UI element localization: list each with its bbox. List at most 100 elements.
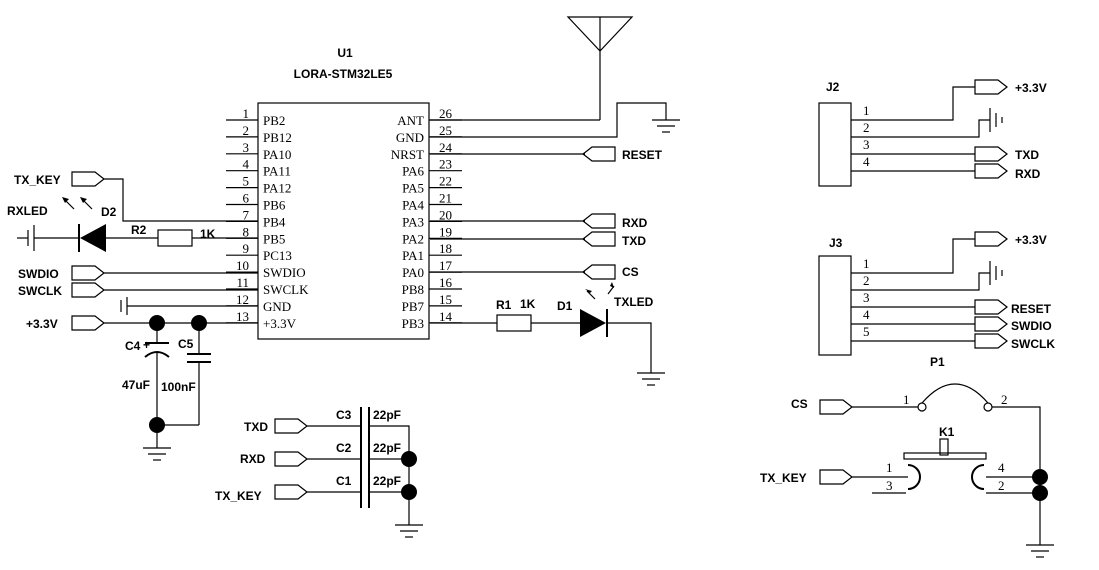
j3-pin5: 5 — [863, 324, 870, 339]
c3-ref: C3 — [336, 408, 352, 422]
reset-port — [582, 146, 616, 162]
k1-pin2: 2 — [998, 478, 1005, 493]
u1-right-pin-name: GND — [396, 130, 424, 145]
tx-key-k1-label: TX_KEY — [760, 471, 807, 485]
j2-net3: TXD — [1015, 148, 1039, 162]
u1-right-pin-number: 19 — [439, 224, 452, 239]
u1-right-pin-name: PA0 — [402, 265, 424, 280]
u1-left-pin-number: 13 — [236, 309, 249, 324]
u1-right-pin-number: 21 — [439, 191, 452, 206]
tx-key-top-label: TX_KEY — [14, 173, 61, 187]
j2-ref: J2 — [826, 80, 840, 94]
c1-value: 22pF — [373, 474, 401, 488]
swdio-label: SWDIO — [18, 267, 59, 281]
j3-net3: RESET — [1011, 302, 1052, 316]
p1-pin2: 2 — [1001, 392, 1008, 407]
u1-right-pin-name: PB8 — [402, 282, 424, 297]
j2-pin2: 2 — [863, 120, 870, 135]
c5-value: 100nF — [161, 380, 196, 394]
u1-right-pin-name: PA1 — [402, 248, 424, 263]
u1-left-pin-name: PA12 — [263, 181, 291, 196]
rxled-circuit: RXLED D2 R2 1K — [7, 197, 258, 252]
u1-left-pin-number: 2 — [243, 123, 250, 138]
u1-right-pin-number: 22 — [439, 174, 452, 189]
u1-left-pin-name: PA11 — [263, 164, 291, 179]
u1-left-pin-number: 7 — [243, 207, 250, 222]
txled-label: TXLED — [614, 295, 654, 309]
u1-left-pin-number: 11 — [236, 275, 249, 290]
swclk-label: SWCLK — [18, 284, 62, 298]
j3-net5: SWCLK — [1011, 337, 1055, 351]
svg-text:+: + — [143, 338, 150, 352]
u1-right-pin-number: 20 — [439, 207, 452, 222]
u1-right-pin-number: 16 — [439, 275, 453, 290]
j3-ref: J3 — [829, 236, 843, 250]
u1-right-pin-name: PA3 — [402, 214, 424, 229]
u1-right-pin-name: PB7 — [402, 299, 425, 314]
supply-decoupling: +3.3V + C4 47uF C5 100nF — [26, 315, 258, 461]
u1-right-pin-number: 14 — [439, 309, 453, 324]
u1-left-pin-name: PA10 — [263, 147, 291, 162]
j2-pin4: 4 — [863, 154, 870, 169]
r2-resistor — [157, 229, 193, 247]
u1-left-pin-number: 8 — [243, 224, 250, 239]
u1-left-pin-number: 3 — [243, 140, 250, 155]
reset-net: RESET — [430, 146, 663, 162]
p1-ref: P1 — [930, 355, 945, 369]
u1-right-pin-number: 17 — [439, 258, 453, 273]
p1-pin1: 1 — [903, 392, 910, 407]
u1-part: LORA-STM32LE5 — [294, 67, 393, 81]
txd-u1-label: TXD — [622, 234, 646, 248]
r2-ref: R2 — [131, 223, 147, 237]
txd-c3-label: TXD — [244, 420, 268, 434]
rxd-c2-label: RXD — [240, 452, 266, 466]
crystal-caps: TXD RXD TX_KEY C3 C2 C1 22pF 22pF 22pF — [215, 407, 424, 538]
u1-left-pin-name: PB12 — [263, 130, 292, 145]
u1-left-pin-name: PB6 — [263, 198, 286, 213]
r1-value: 1K — [520, 297, 536, 311]
u1-left-pin-number: 12 — [236, 292, 249, 307]
u1-left-pin-number: 10 — [236, 258, 249, 273]
u1-gnd-25-net — [430, 102, 681, 138]
tx-key-c1-label: TX_KEY — [215, 489, 262, 503]
u1-right-pin-name: PB3 — [402, 316, 424, 331]
r1-resistor — [496, 314, 532, 332]
cs-u1-label: CS — [622, 265, 639, 279]
u1-gnd-12-net — [120, 297, 258, 315]
u1-left-pin-name: SWCLK — [263, 282, 309, 297]
v33-left-label: +3.3V — [26, 317, 58, 331]
d2-led — [80, 224, 106, 252]
swd-net-left: SWDIO SWCLK — [18, 265, 258, 298]
u1-left-pin-name: PB2 — [263, 113, 285, 128]
k1-pin4: 4 — [998, 460, 1005, 475]
cs-net-right: CS — [430, 264, 639, 280]
j3-net4: SWDIO — [1011, 319, 1052, 333]
j3-pin4: 4 — [863, 307, 870, 322]
k1-pin1: 1 — [886, 460, 893, 475]
u1-right-pin-number: 24 — [439, 140, 453, 155]
reset-label: RESET — [622, 148, 663, 162]
u1-left-pin-number: 1 — [243, 106, 250, 121]
uart-net-right: RXD TXD — [430, 213, 648, 248]
u1-right-pin-name: PA6 — [402, 164, 424, 179]
c1-ref: C1 — [336, 474, 352, 488]
c5-ref: C5 — [178, 337, 194, 351]
j3-pin2: 2 — [863, 273, 870, 288]
c4-ref: C4 — [125, 339, 141, 353]
u1-left-pin-name: +3.3V — [263, 316, 297, 331]
u1-right-pin-number: 15 — [439, 292, 452, 307]
antenna-symbol — [430, 16, 634, 121]
j3-net1: +3.3V — [1015, 233, 1047, 247]
u1-right-pin-name: ANT — [397, 113, 424, 128]
j2-net1: +3.3V — [1015, 81, 1047, 95]
j3-pin1: 1 — [863, 256, 870, 271]
u1-right-pin-number: 26 — [439, 106, 453, 121]
cs-p1-label: CS — [791, 397, 808, 411]
p1-jumper: P1 CS 1 2 — [791, 355, 1041, 545]
u1-right-pin-name: NRST — [391, 147, 424, 162]
j2-connector: J2 1 2 3 4 +3.3V TXD RXD — [818, 79, 1047, 187]
rxled-label: RXLED — [7, 204, 48, 218]
j3-pin3: 3 — [863, 290, 870, 305]
k1-pushbutton: K1 TX_KEY 1 3 4 2 — [760, 425, 1055, 558]
